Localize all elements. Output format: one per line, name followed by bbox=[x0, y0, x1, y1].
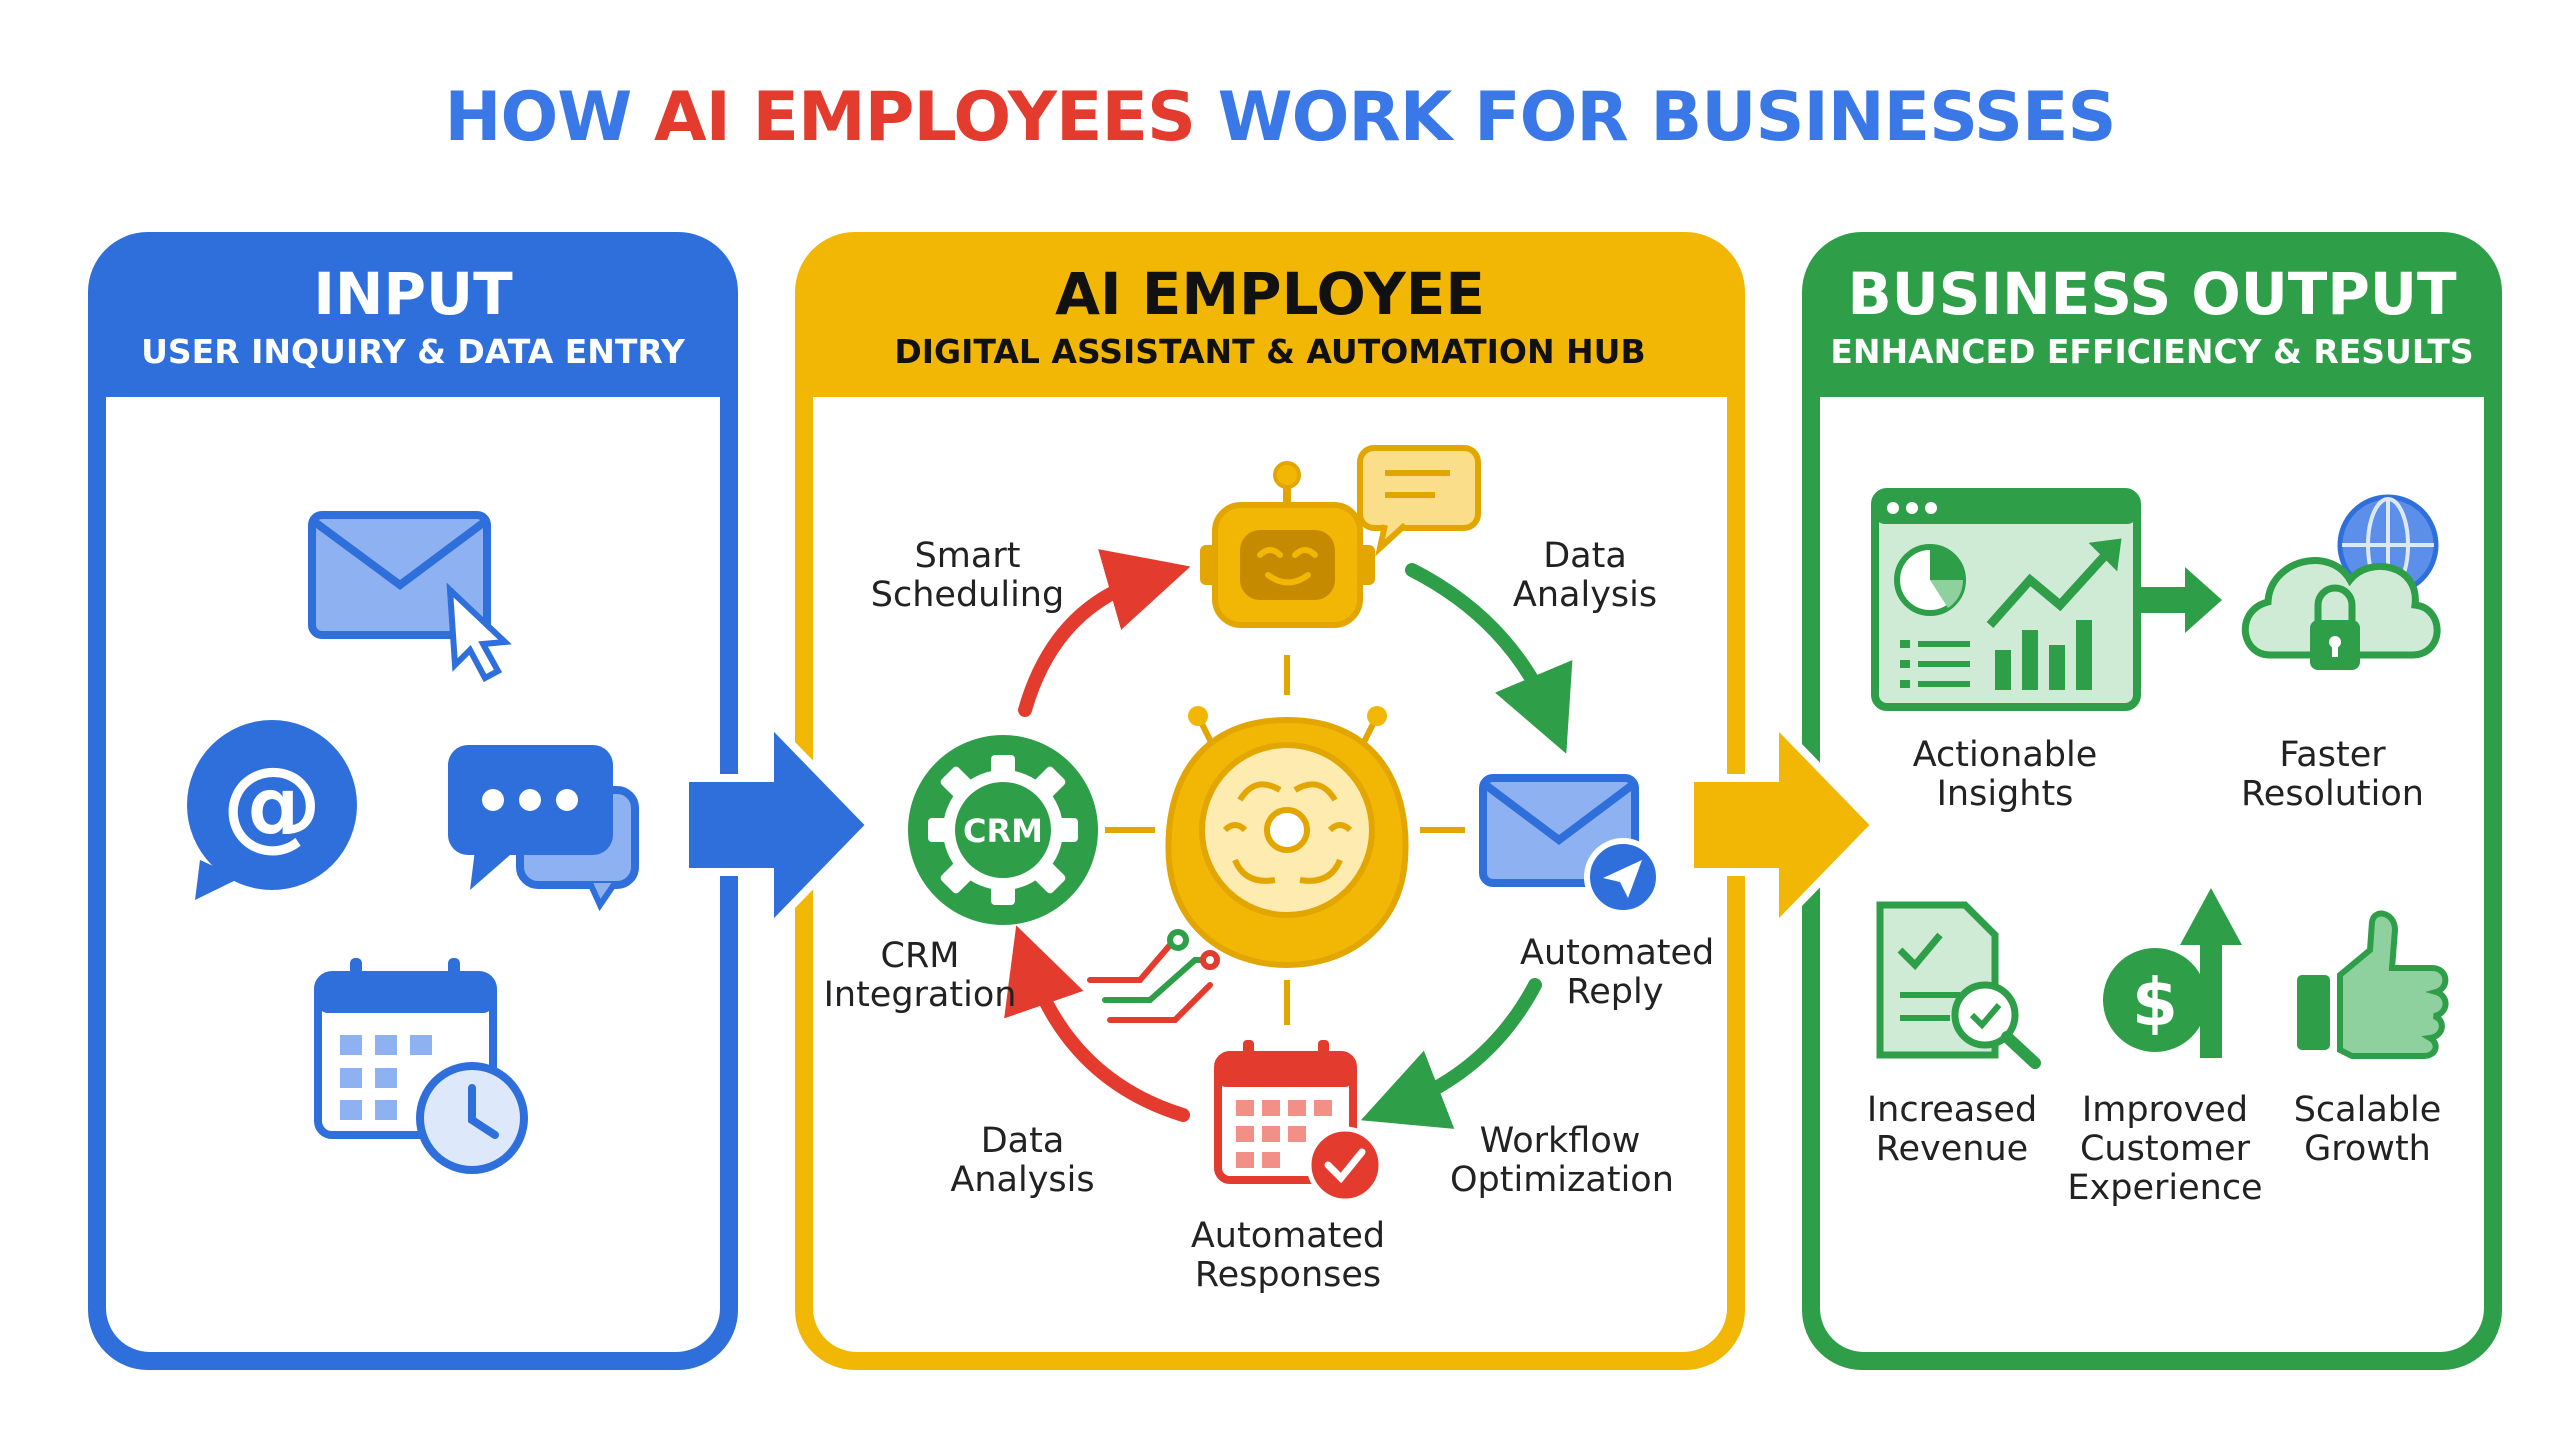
document-search-icon bbox=[1876, 901, 2041, 1069]
label-smart-scheduling: Smart Scheduling bbox=[870, 536, 1065, 615]
connector-dashes bbox=[1105, 655, 1465, 1025]
thumbs-up-icon bbox=[2297, 910, 2449, 1059]
right-arrow-icon bbox=[2140, 567, 2222, 633]
ai-panel-header: AI EMPLOYEE DIGITAL ASSISTANT & AUTOMATI… bbox=[795, 232, 1745, 397]
chat-bubbles-icon bbox=[448, 745, 639, 912]
label-data-analysis-bottom: Data Analysis bbox=[950, 1121, 1095, 1200]
ai-to-output-arrow bbox=[1686, 712, 1881, 938]
title-part-3: WORK FOR BUSINESSES bbox=[1194, 78, 2117, 157]
svg-text:@: @ bbox=[222, 745, 322, 862]
label-workflow-optimization: Workflow Optimization bbox=[1450, 1121, 1674, 1200]
email-cursor-icon bbox=[308, 511, 512, 683]
dollar-growth-icon: $ bbox=[2103, 888, 2242, 1058]
output-heading: BUSINESS OUTPUT bbox=[1847, 260, 2457, 328]
ai-heading: AI EMPLOYEE bbox=[1055, 260, 1485, 328]
label-data-analysis-top: Data Analysis bbox=[1512, 536, 1658, 615]
at-sign-chat-icon: @ bbox=[187, 720, 357, 900]
input-to-ai-arrow bbox=[681, 712, 876, 938]
cloud-lock-globe-icon bbox=[2241, 494, 2441, 670]
input-heading: INPUT bbox=[313, 260, 513, 328]
label-improved-customer-experience: Improved Customer Experience bbox=[2067, 1090, 2263, 1208]
label-automated-responses: Automated Responses bbox=[1190, 1216, 1386, 1295]
title-highlight: AI EMPLOYEES bbox=[653, 78, 1196, 157]
label-crm-integration: CRM Integration bbox=[823, 936, 1017, 1015]
message-bubble-icon bbox=[1357, 445, 1481, 557]
ai-subheading: DIGITAL ASSISTANT & AUTOMATION HUB bbox=[894, 332, 1646, 371]
cycle-arrows bbox=[1004, 549, 1573, 1129]
label-scalable-growth: Scalable Growth bbox=[2293, 1090, 2442, 1169]
robot-head-icon bbox=[1200, 461, 1375, 628]
label-actionable-insights: Actionable Insights bbox=[1912, 735, 2098, 814]
output-panel-header: BUSINESS OUTPUT ENHANCED EFFICIENCY & RE… bbox=[1802, 232, 2502, 397]
page-title: HOW AI EMPLOYEES WORK FOR BUSINESSES bbox=[0, 78, 2560, 157]
send-email-icon bbox=[1479, 774, 1662, 916]
analytics-dashboard-icon bbox=[1871, 488, 2141, 711]
label-faster-resolution: Faster Resolution bbox=[2241, 735, 2424, 814]
crm-gear-icon: CRM bbox=[908, 735, 1098, 925]
calendar-check-icon bbox=[1214, 1040, 1384, 1204]
dollar-sign-text: $ bbox=[2132, 964, 2178, 1041]
title-part-1: HOW bbox=[444, 78, 654, 157]
output-subheading: ENHANCED EFFICIENCY & RESULTS bbox=[1830, 332, 2474, 371]
input-subheading: USER INQUIRY & DATA ENTRY bbox=[141, 332, 685, 371]
input-panel-header: INPUT USER INQUIRY & DATA ENTRY bbox=[88, 232, 738, 397]
circuit-lines-icon bbox=[1087, 929, 1220, 1023]
label-automated-reply: Automated Reply bbox=[1520, 933, 1715, 1012]
ai-brain-head-icon bbox=[1165, 706, 1409, 969]
calendar-clock-icon bbox=[314, 958, 528, 1174]
label-increased-revenue: Increased Revenue bbox=[1866, 1090, 2038, 1169]
crm-badge-text: CRM bbox=[963, 812, 1043, 850]
